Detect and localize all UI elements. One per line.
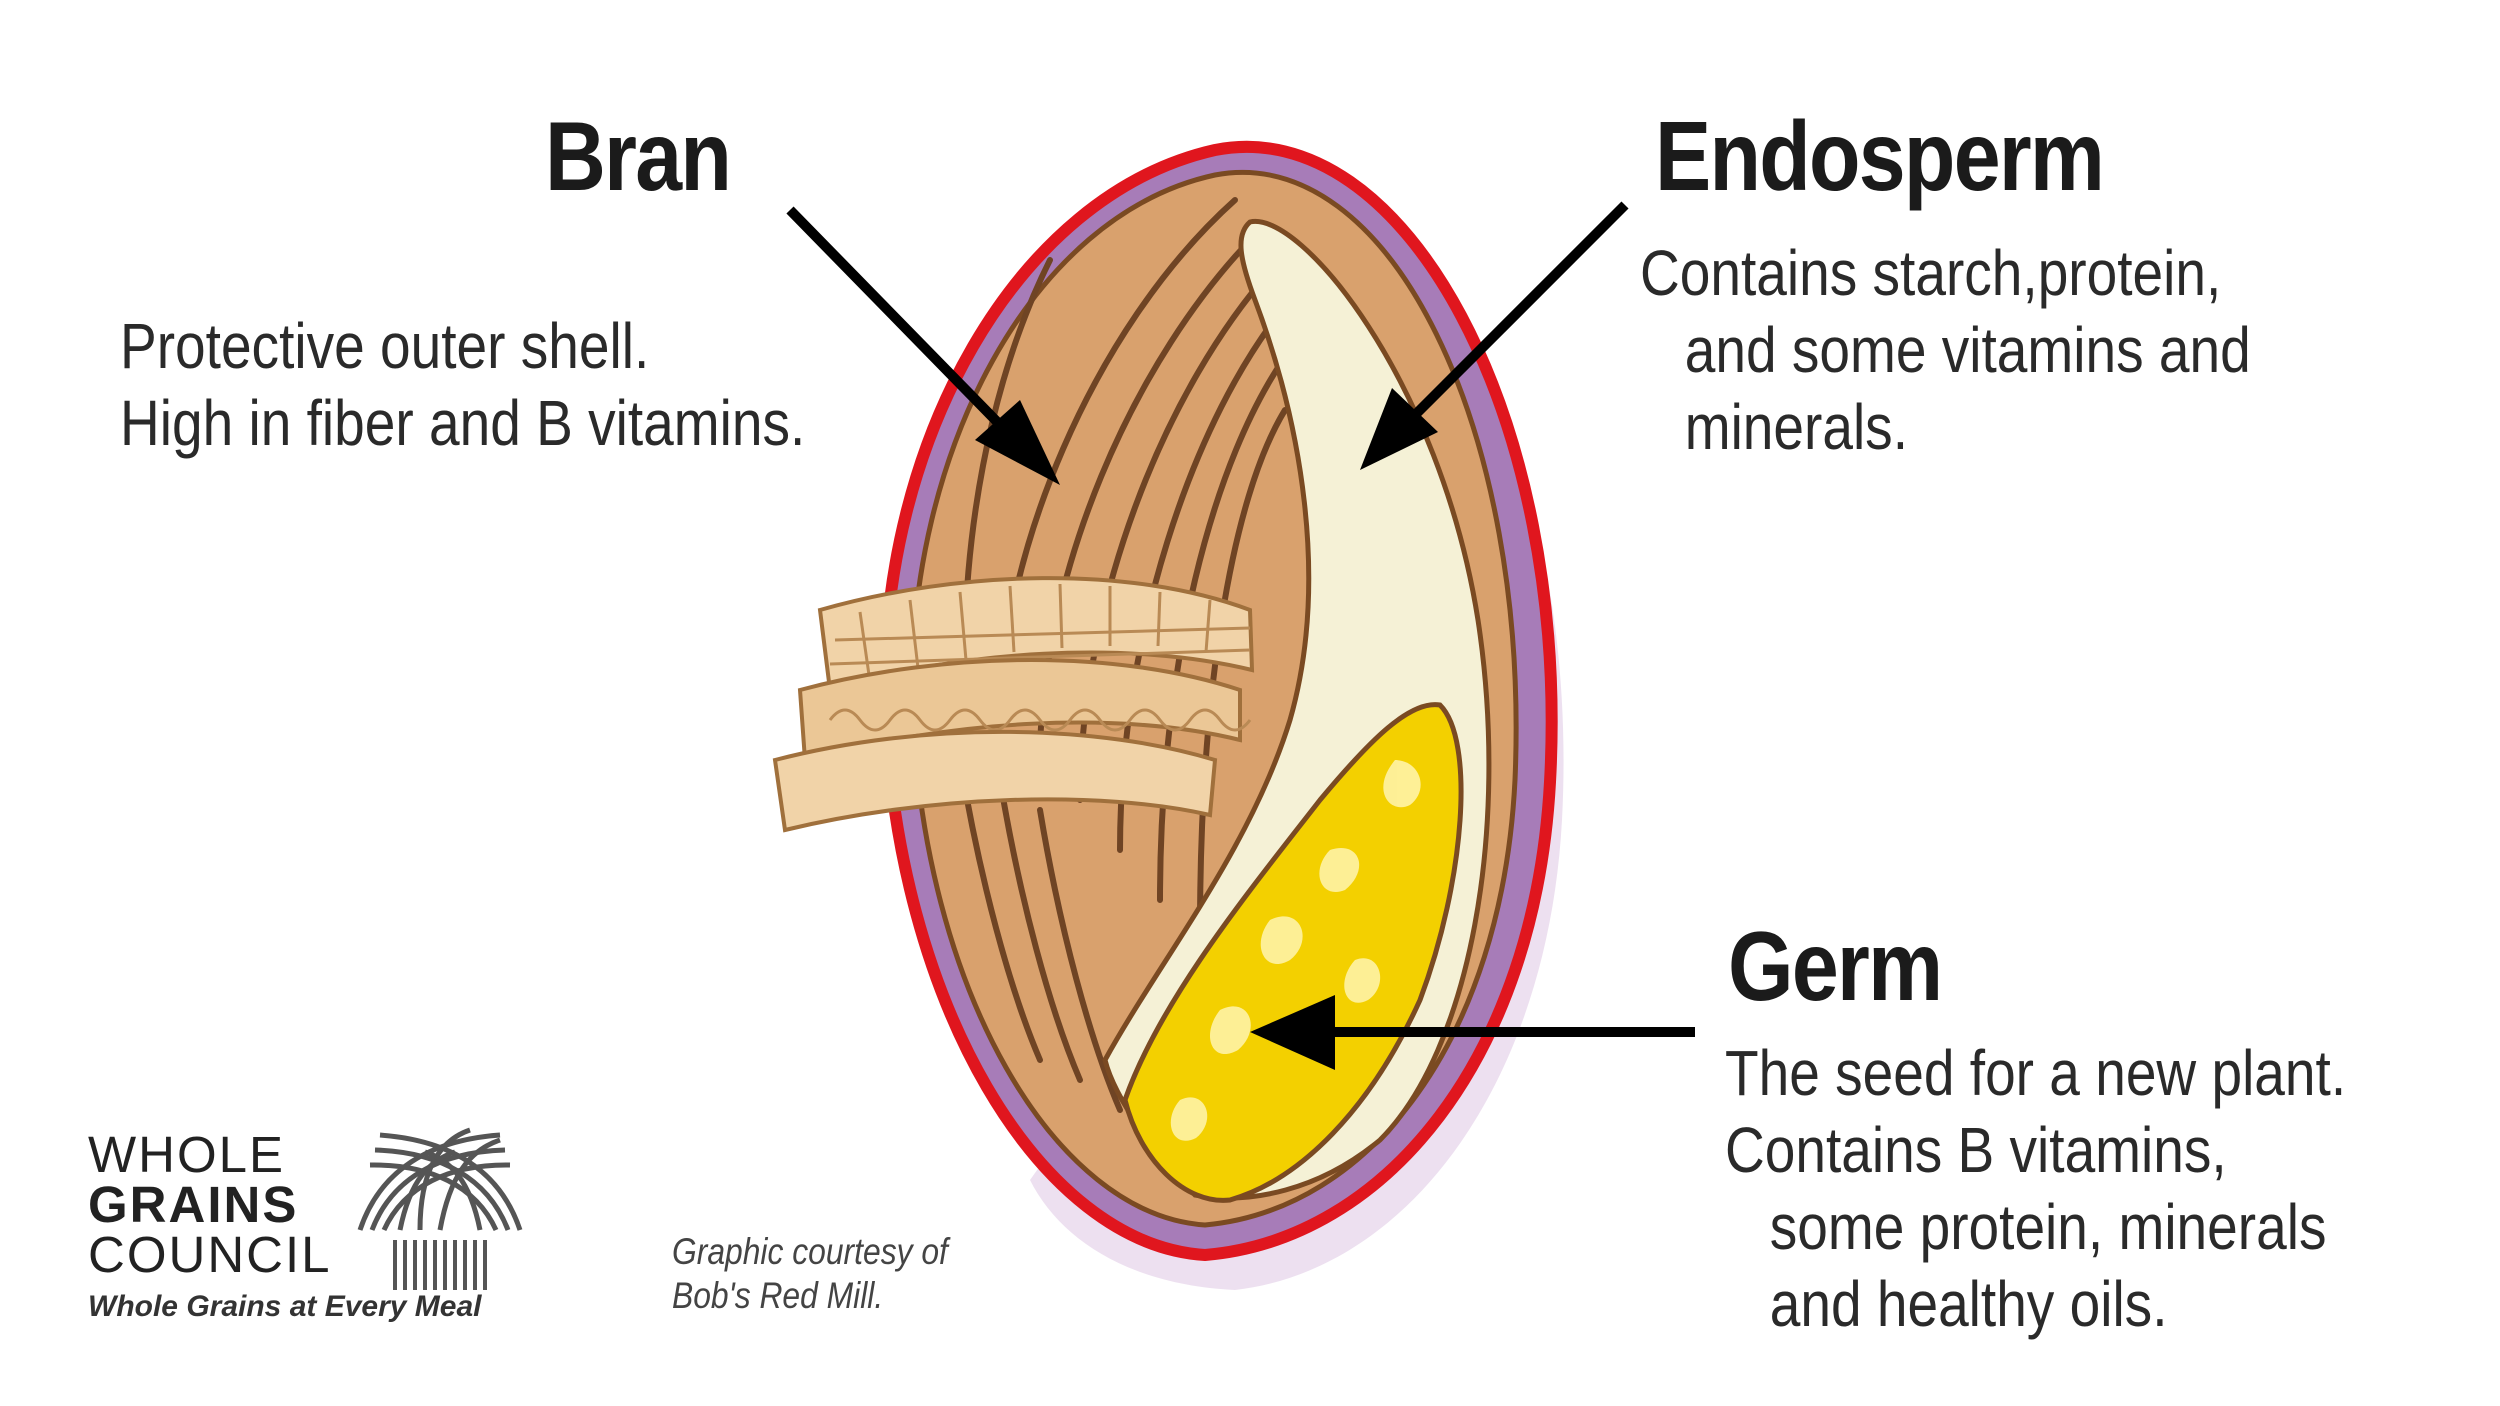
logo-line-whole: WHOLE	[88, 1126, 286, 1183]
logo-tagline: Whole Grains at Every Meal	[88, 1290, 482, 1323]
germ-arrowhead	[1250, 995, 1335, 1070]
bran-arrow	[786, 206, 1014, 439]
bran-description-line: Protective outer shell.	[120, 310, 650, 382]
germ-description-line: some protein, minerals	[1769, 1191, 2327, 1263]
wheat-sheaf-icon	[357, 1127, 523, 1232]
logo-line-grains: GRAINS	[88, 1176, 299, 1233]
germ-description-line: The seed for a new plant.	[1725, 1037, 2347, 1109]
endosperm-description-line: minerals.	[1684, 391, 1908, 463]
endosperm-description-line: Contains starch,protein,	[1640, 237, 2222, 309]
wheat-sheaf-stalks	[393, 1240, 487, 1290]
logo-line-council: COUNCIL	[88, 1226, 332, 1283]
endosperm-description: Contains starch,protein, and some vitami…	[1640, 235, 2251, 466]
credit-line: Graphic courtesy of	[672, 1231, 948, 1272]
endosperm-title: Endosperm	[1655, 101, 2105, 211]
endosperm-arrow	[1406, 201, 1629, 424]
endosperm-arrowhead	[1360, 388, 1438, 470]
germ-description-line: and healthy oils.	[1769, 1268, 2168, 1340]
label-arrows	[786, 201, 1695, 1070]
bran-arrowhead	[975, 400, 1060, 485]
credit-line: Bob's Red Mill.	[672, 1275, 884, 1316]
bran-title: Bran	[545, 101, 732, 211]
germ-description-line: Contains B vitamins,	[1725, 1114, 2227, 1186]
endosperm-description-line: and some vitamins and	[1684, 314, 2251, 386]
germ-highlights	[1170, 760, 1421, 1141]
whole-grains-council-logo: WHOLE GRAINS COUNCIL Whole Grains at Eve…	[88, 1126, 482, 1324]
peeled-bran-strips	[772, 576, 1255, 833]
germ-title: Germ	[1728, 911, 1943, 1021]
bran-description: Protective outer shell. High in fiber an…	[120, 308, 805, 462]
graphic-credit: Graphic courtesy of Bob's Red Mill.	[672, 1230, 948, 1318]
germ-description: The seed for a new plant. Contains B vit…	[1725, 1035, 2346, 1343]
bran-description-line: High in fiber and B vitamins.	[120, 387, 806, 459]
